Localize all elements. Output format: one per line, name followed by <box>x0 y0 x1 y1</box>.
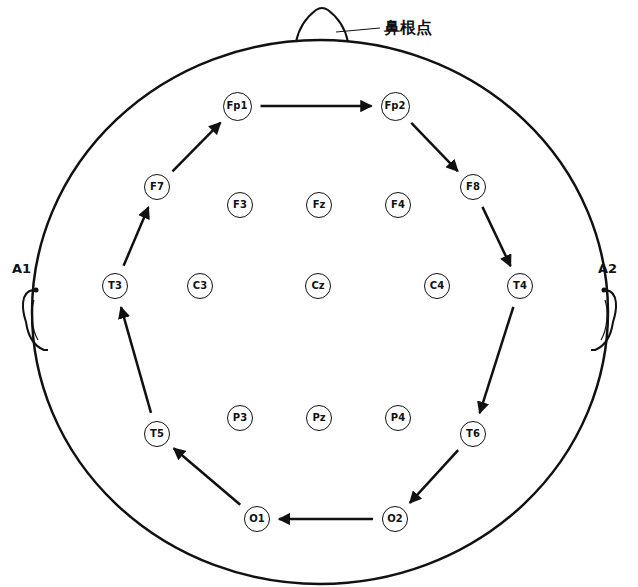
electrode-circle: Cz <box>305 273 331 299</box>
electrode-label: T4 <box>513 281 527 291</box>
landmark-label: 鼻根点 <box>384 20 432 36</box>
electrode-circle: Fz <box>306 192 332 218</box>
left-ear <box>23 290 48 350</box>
sequence-arrow <box>411 123 457 171</box>
electrode-label: O2 <box>387 514 402 524</box>
electrode-circle: F7 <box>144 174 170 200</box>
electrode-circle: F3 <box>227 192 253 218</box>
electrode-circle: C4 <box>424 273 450 299</box>
electrode-label: Pz <box>312 413 325 423</box>
electrode-circle: T4 <box>507 273 533 299</box>
electrode-circle: F4 <box>385 192 411 218</box>
electrode-label: C4 <box>430 281 444 291</box>
electrode-label: F4 <box>391 200 405 210</box>
electrode-dot <box>602 288 607 293</box>
electrode-label: Fp1 <box>227 101 248 111</box>
electrode-label: C3 <box>193 281 207 291</box>
electrode-name: A2 <box>598 262 617 275</box>
electrode-label: P4 <box>391 413 405 423</box>
electrode-label: F3 <box>233 200 247 210</box>
electrode-dot <box>34 288 39 293</box>
leader-line <box>336 28 380 32</box>
electrode-circle: Fp2 <box>381 92 410 121</box>
sequence-arrow <box>410 450 458 503</box>
sequence-arrow <box>480 307 514 413</box>
right-ear-detail <box>601 300 607 340</box>
head-outline <box>32 40 608 584</box>
sequence-arrow <box>482 207 510 266</box>
electrode-name: A1 <box>12 262 31 275</box>
electrode-label: T3 <box>108 281 122 291</box>
electrode-label: Fz <box>313 200 326 210</box>
electrode-label: O1 <box>249 514 264 524</box>
electrode-circle: F8 <box>460 174 486 200</box>
electrode-circle: O1 <box>244 506 270 532</box>
nose-symbol <box>296 8 348 42</box>
electrode-circle: T3 <box>102 273 128 299</box>
electrode-label: Fp2 <box>385 101 406 111</box>
electrode-circle: C3 <box>187 273 213 299</box>
electrode-circle: P3 <box>227 405 253 431</box>
electrode-circle: Pz <box>306 405 332 431</box>
electrode-label: F8 <box>466 182 480 192</box>
electrode-circle: T6 <box>460 421 486 447</box>
sequence-arrow <box>172 123 220 172</box>
electrode-label: T5 <box>150 429 164 439</box>
sequence-arrow <box>121 307 151 413</box>
sequence-arrow <box>279 518 373 521</box>
left-ear-detail <box>32 300 38 340</box>
electrode-label: F7 <box>150 182 164 192</box>
electrode-circle: P4 <box>385 405 411 431</box>
electrode-circle: Fp1 <box>223 92 252 121</box>
sequence-arrow <box>174 448 240 505</box>
electrode-label: T6 <box>466 429 480 439</box>
electrode-circle: O2 <box>382 506 408 532</box>
right-ear <box>591 290 616 350</box>
electrode-circle: T5 <box>144 421 170 447</box>
electrode-label: Cz <box>311 281 324 291</box>
sequence-arrow <box>124 207 149 265</box>
electrode-label: P3 <box>233 413 247 423</box>
sequence-arrow <box>261 105 372 108</box>
